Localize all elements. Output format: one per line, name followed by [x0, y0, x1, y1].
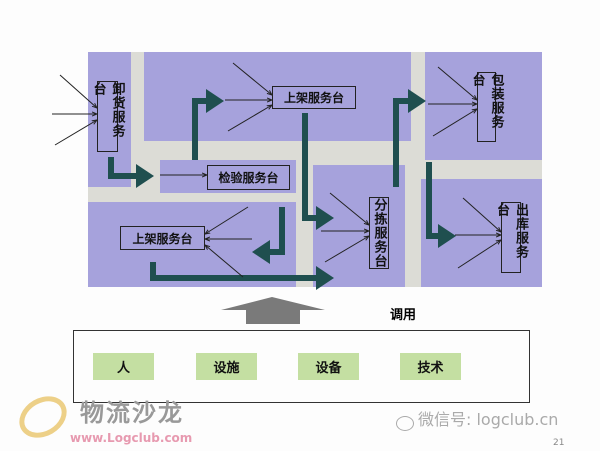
- desk-pack: 包装服务台: [470, 72, 504, 142]
- call-arrow-icon: [221, 297, 325, 324]
- resource-equipment: 设备: [298, 353, 359, 380]
- desk-unload: 卸货服务台: [91, 81, 125, 152]
- watermark-url: www.Logclub.com: [70, 431, 193, 445]
- flow-arrow: [108, 157, 154, 188]
- resource-facilities: 设施: [196, 353, 257, 380]
- desk-shelve-bottom: 上架服务台: [120, 226, 205, 250]
- input-arrow: [227, 105, 272, 132]
- watermark-wechat: 微信号: logclub.cn: [418, 410, 559, 429]
- watermark-brand: 物流沙龙: [80, 398, 184, 427]
- resource-layer: [73, 330, 530, 403]
- flow-arrow: [302, 113, 334, 230]
- input-arrow: [232, 62, 272, 95]
- input-arrow: [324, 236, 369, 263]
- desk-shelve-top: 上架服务台: [272, 86, 356, 109]
- input-arrow: [329, 192, 369, 225]
- input-arrow: [457, 240, 501, 269]
- desk-ship: 出库服务台: [494, 202, 528, 273]
- input-arrow: [437, 66, 477, 100]
- flow-arrow: [192, 89, 224, 160]
- call-label: 调用: [390, 308, 417, 323]
- input-arrow: [59, 74, 97, 108]
- input-arrow: [462, 197, 501, 232]
- wechat-icon: [396, 416, 414, 431]
- flow-arrow: [252, 207, 285, 264]
- input-arrow: [205, 206, 249, 234]
- flow-arrow: [393, 89, 426, 187]
- desk-inspect: 检验服务台: [207, 165, 290, 190]
- flow-arrow: [150, 262, 334, 290]
- input-arrow: [54, 120, 97, 146]
- page-number: 21: [553, 438, 565, 448]
- input-arrow: [205, 245, 244, 278]
- resource-people: 人: [93, 353, 154, 380]
- desk-sort: 分拣服务台: [369, 197, 389, 269]
- resource-technology: 技术: [400, 353, 461, 380]
- input-arrow: [432, 109, 477, 137]
- flow-arrow: [426, 162, 456, 248]
